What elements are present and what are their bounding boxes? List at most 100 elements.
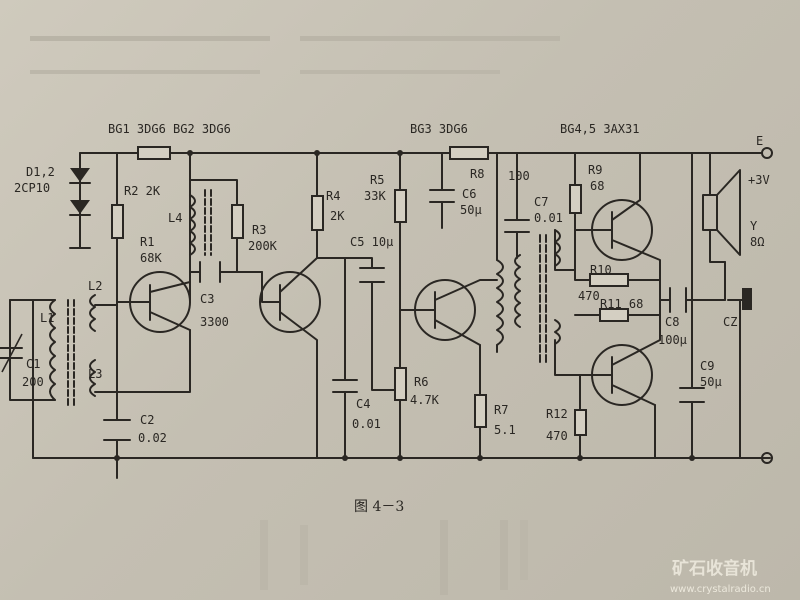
capacitors — [0, 189, 705, 441]
transistor-bg5 — [579, 314, 661, 406]
capacitor-c2 — [103, 419, 131, 441]
label-c2-value: 0.02 — [138, 431, 167, 445]
label-r3: R3 — [252, 223, 266, 237]
label-bg1-bg2: BG1 3DG6 BG2 3DG6 — [108, 122, 231, 136]
watermark-title: 矿石收音机 — [672, 558, 757, 579]
jack-cz — [724, 261, 752, 310]
transformer-primary — [496, 259, 504, 346]
transistor-bg3 — [399, 279, 498, 346]
label-r3-value: 200K — [248, 239, 278, 253]
resistors — [111, 146, 629, 436]
label-c9: C9 — [700, 359, 714, 373]
speaker-y — [702, 169, 741, 256]
label-r1-value: 68K — [140, 251, 162, 265]
label-c8: C8 — [665, 315, 679, 329]
inductor-l1 — [49, 299, 56, 401]
label-c1: C1 — [26, 357, 40, 371]
label-c6-value: 50μ — [460, 203, 482, 217]
label-r4: R4 — [326, 189, 340, 203]
label-r7-value: 5.1 — [494, 423, 516, 437]
label-r10: R10 — [590, 263, 612, 277]
transistor-bg2 — [259, 257, 321, 459]
label-cz: CZ — [723, 315, 737, 329]
label-y-value: 8Ω — [750, 235, 764, 249]
label-l4: L4 — [168, 211, 182, 225]
resistor-r1-bias — [137, 146, 171, 160]
capacitor-c1 — [0, 347, 23, 359]
resistor-r10 — [589, 273, 629, 287]
watermark-url: www.crystalradio.cn — [670, 584, 771, 595]
label-bg4-bg5: BG4,5 3AX31 — [560, 122, 639, 136]
label-l2: L2 — [88, 279, 102, 293]
label-c7-value: 0.01 — [534, 211, 563, 225]
resistor-r11 — [599, 308, 629, 322]
terminal-e — [761, 147, 773, 159]
transformer-secondary — [514, 254, 521, 328]
transistor-bg1 — [116, 271, 191, 333]
capacitor-c8 — [669, 287, 687, 313]
label-c8-value: 100μ — [658, 333, 687, 347]
inductors — [49, 189, 561, 406]
resistor-r6 — [394, 367, 407, 401]
label-l1: L1 — [40, 311, 54, 325]
component-labels: BG1 3DG6 BG2 3DG6 BG3 3DG6 BG4,5 3AX31 D… — [14, 122, 770, 445]
resistor-r1 — [111, 204, 124, 239]
label-y: Y — [750, 219, 758, 233]
label-c4-value: 0.01 — [352, 417, 381, 431]
label-r2: R2 2K — [124, 184, 161, 198]
label-r5-value: 33K — [364, 189, 386, 203]
inductor-l3 — [89, 359, 96, 397]
label-c6: C6 — [462, 187, 476, 201]
transistors — [116, 199, 661, 459]
label-d12: D1,2 — [26, 165, 55, 179]
label-r1: R1 — [140, 235, 154, 249]
label-r9-value: 68 — [590, 179, 604, 193]
label-r12: R12 — [546, 407, 568, 421]
terminal-ground — [761, 452, 773, 464]
figure-caption: 图 4－3 — [354, 499, 404, 515]
resistor-r12 — [574, 409, 587, 436]
label-c1-value: 200 — [22, 375, 44, 389]
resistor-r5 — [394, 189, 407, 223]
resistor-r9 — [569, 184, 582, 214]
label-100: 100 — [508, 169, 530, 183]
label-r4-value: 2K — [330, 209, 345, 223]
label-r11: R11 68 — [600, 297, 643, 311]
label-c9-value: 50μ — [700, 375, 722, 389]
resistor-r8 — [449, 146, 489, 160]
capacitor-c5 — [359, 267, 385, 283]
label-c3-value: 3300 — [200, 315, 229, 329]
label-r7: R7 — [494, 403, 508, 417]
label-d-type: 2CP10 — [14, 181, 50, 195]
bleed-through-text — [30, 36, 560, 595]
label-r8: R8 — [470, 167, 484, 181]
inductor-l4 — [189, 194, 196, 256]
label-c7: C7 — [534, 195, 548, 209]
label-r6: R6 — [414, 375, 428, 389]
resistor-r7 — [474, 394, 487, 428]
label-r5: R5 — [370, 173, 384, 187]
label-bg3: BG3 3DG6 — [410, 122, 468, 136]
label-r12-value: 470 — [546, 429, 568, 443]
transistor-bg4 — [574, 199, 661, 281]
label-e: E — [756, 134, 763, 148]
label-r9: R9 — [588, 163, 602, 177]
label-c3: C3 — [200, 292, 214, 306]
label-r10-value: 470 — [578, 289, 600, 303]
capacitor-c4 — [332, 379, 358, 393]
capacitor-c9 — [679, 387, 705, 403]
label-plus-3v: +3V — [748, 173, 770, 187]
label-c5: C5 10μ — [350, 235, 393, 249]
label-r6-value: 4.7K — [410, 393, 440, 407]
capacitor-c7 — [504, 219, 530, 233]
wiring — [9, 152, 771, 479]
capacitor-c6 — [429, 189, 455, 203]
resistor-r4 — [311, 195, 324, 231]
label-l3: L3 — [88, 367, 102, 381]
capacitor-c3 — [199, 261, 221, 283]
inductor-l2 — [89, 294, 96, 332]
site-watermark: 矿石收音机 www.crystalradio.cn — [670, 558, 771, 595]
label-c4: C4 — [356, 397, 370, 411]
